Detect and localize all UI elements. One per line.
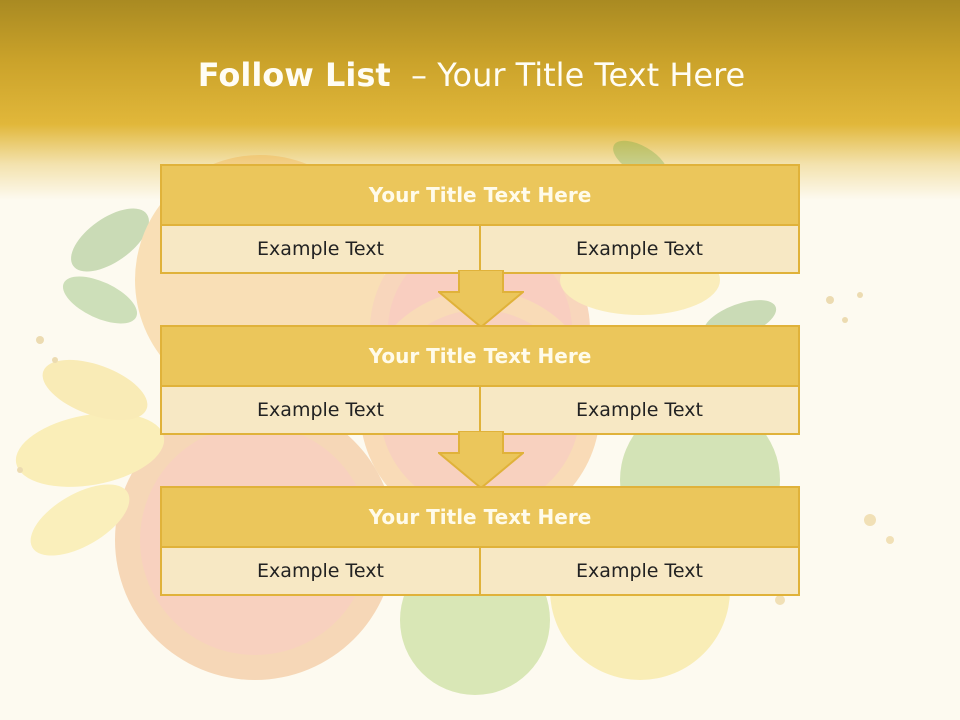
- step-cell-left: Example Text: [162, 387, 479, 433]
- step-box-1: Your Title Text Here Example Text Exampl…: [160, 164, 800, 274]
- down-arrow-icon: [438, 270, 524, 328]
- slide-title-bold: Follow List: [197, 56, 391, 94]
- slide-title-rest: – Your Title Text Here: [411, 56, 746, 94]
- slide-title: Follow List – Your Title Text Here: [0, 56, 943, 94]
- step-box-3: Your Title Text Here Example Text Exampl…: [160, 486, 800, 596]
- step-cell-left: Example Text: [162, 548, 479, 594]
- step-title: Your Title Text Here: [162, 166, 798, 226]
- step-row: Example Text Example Text: [162, 226, 798, 272]
- step-row: Example Text Example Text: [162, 548, 798, 594]
- step-title: Your Title Text Here: [162, 327, 798, 387]
- step-cell-right: Example Text: [479, 387, 798, 433]
- step-row: Example Text Example Text: [162, 387, 798, 433]
- step-cell-right: Example Text: [479, 226, 798, 272]
- step-cell-right: Example Text: [479, 548, 798, 594]
- down-arrow-icon: [438, 431, 524, 489]
- step-box-2: Your Title Text Here Example Text Exampl…: [160, 325, 800, 435]
- step-title: Your Title Text Here: [162, 488, 798, 548]
- step-cell-left: Example Text: [162, 226, 479, 272]
